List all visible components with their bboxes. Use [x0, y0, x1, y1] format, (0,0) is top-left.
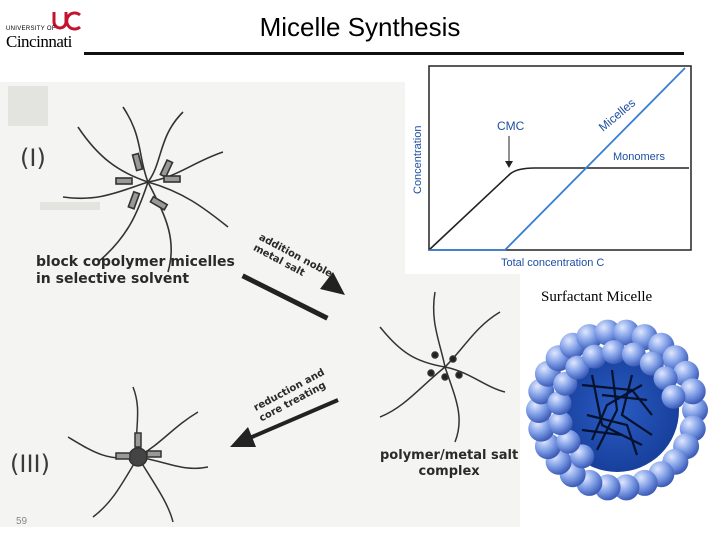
surfactant-micelle-icon — [526, 319, 708, 501]
graph-ylabel: Concentration — [412, 126, 424, 195]
scheme-drawing — [62, 106, 506, 523]
logo-university-of: UNIVERSITY OF — [6, 26, 56, 32]
uc-monogram-icon — [52, 11, 81, 31]
micelle-ii-icon — [379, 291, 506, 443]
surfactant-micelle-label: Surfactant Micelle — [541, 289, 653, 305]
cmc-label: CMC — [497, 119, 525, 133]
micelles-label: block copolymer micelles in selective so… — [36, 254, 235, 287]
arrow-reduction-icon — [230, 398, 339, 447]
logo-cincinnati: Cincinnati — [6, 32, 72, 51]
monomers-label: Monomers — [613, 151, 665, 163]
micelle-iii-icon — [67, 386, 209, 523]
micelle-curve — [429, 67, 686, 251]
arrow-addition-icon — [241, 272, 345, 321]
step-iii-label: (III) — [10, 450, 50, 478]
university-logo: UNIVERSITY OF Cincinnati — [6, 10, 86, 51]
complex-label: polymer/metal salt complex — [380, 448, 519, 479]
monomer-curve — [428, 167, 689, 251]
cmc-graph-svg: CMC Micelles Monomers Total concentratio… — [412, 65, 692, 269]
graph-xlabel: Total concentration C — [501, 257, 604, 269]
micelle-i-icon — [62, 106, 229, 273]
page-title: Micelle Synthesis — [259, 12, 461, 42]
step-i-label: (I) — [20, 144, 46, 172]
slide-number: 59 — [16, 516, 28, 527]
title-rule — [84, 52, 684, 55]
cmc-graph: CMC Micelles Monomers Total concentratio… — [405, 64, 695, 274]
